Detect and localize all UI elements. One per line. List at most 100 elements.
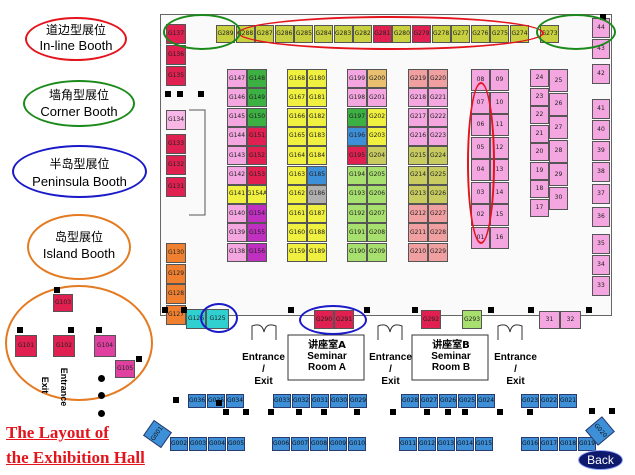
booth-g141[interactable]: G141 bbox=[227, 184, 247, 204]
booth-39[interactable]: 39 bbox=[592, 141, 610, 161]
booth-g190[interactable]: G190 bbox=[347, 242, 367, 262]
booth-g197[interactable]: G197 bbox=[347, 107, 367, 127]
booth-17[interactable]: 17 bbox=[530, 198, 549, 217]
booth-g153[interactable]: G153 bbox=[247, 165, 267, 185]
booth-g192[interactable]: G192 bbox=[347, 204, 367, 224]
booth-g220[interactable]: G220 bbox=[428, 69, 448, 88]
back-button[interactable]: Back bbox=[578, 450, 623, 470]
booth-g134[interactable]: G134 bbox=[166, 110, 186, 130]
booth-g102[interactable]: G102 bbox=[53, 335, 75, 357]
booth-g019[interactable]: G019 bbox=[578, 437, 596, 451]
booth-g101[interactable]: G101 bbox=[15, 335, 37, 357]
booth-g149[interactable]: G149 bbox=[247, 88, 267, 108]
booth-g200[interactable]: G200 bbox=[367, 69, 387, 88]
booth-g145[interactable]: G145 bbox=[227, 107, 247, 127]
booth-g165[interactable]: G165 bbox=[287, 126, 307, 146]
booth-g167[interactable]: G167 bbox=[287, 88, 307, 108]
booth-g215[interactable]: G215 bbox=[408, 146, 428, 166]
booth-g195[interactable]: G195 bbox=[347, 146, 367, 166]
booth-33[interactable]: 33 bbox=[592, 276, 610, 296]
booth-31[interactable]: 31 bbox=[539, 311, 560, 329]
booth-34[interactable]: 34 bbox=[592, 255, 610, 275]
booth-g014[interactable]: G014 bbox=[456, 437, 474, 451]
booth-g150[interactable]: G150 bbox=[247, 107, 267, 127]
booth-23[interactable]: 23 bbox=[530, 87, 549, 106]
booth-g207[interactable]: G207 bbox=[367, 204, 387, 224]
booth-g183[interactable]: G183 bbox=[307, 126, 327, 146]
booth-g216[interactable]: G216 bbox=[408, 126, 428, 146]
booth-g226[interactable]: G226 bbox=[428, 184, 448, 204]
booth-g180[interactable]: G180 bbox=[307, 69, 327, 88]
booth-g154[interactable]: G154 bbox=[247, 204, 267, 224]
booth-g104[interactable]: G104 bbox=[94, 335, 116, 357]
booth-g156[interactable]: G156 bbox=[247, 242, 267, 262]
booth-g213[interactable]: G213 bbox=[408, 184, 428, 204]
booth-g198[interactable]: G198 bbox=[347, 88, 367, 108]
booth-g016[interactable]: G016 bbox=[521, 437, 539, 451]
booth-g131[interactable]: G131 bbox=[166, 177, 186, 197]
booth-g147[interactable]: G147 bbox=[227, 69, 247, 88]
booth-g229[interactable]: G229 bbox=[428, 242, 448, 262]
booth-g218[interactable]: G218 bbox=[408, 88, 428, 108]
booth-g008[interactable]: G008 bbox=[310, 437, 328, 451]
booth-g186[interactable]: G186 bbox=[307, 184, 327, 204]
booth-28[interactable]: 28 bbox=[549, 139, 568, 163]
booth-g227[interactable]: G227 bbox=[428, 204, 448, 224]
booth-g026[interactable]: G026 bbox=[439, 394, 457, 408]
booth-g027[interactable]: G027 bbox=[420, 394, 438, 408]
booth-g151[interactable]: G151 bbox=[247, 126, 267, 146]
booth-g028[interactable]: G028 bbox=[401, 394, 419, 408]
booth-22[interactable]: 22 bbox=[530, 106, 549, 124]
booth-10[interactable]: 10 bbox=[490, 91, 509, 114]
booth-g210[interactable]: G210 bbox=[408, 242, 428, 262]
booth-g139[interactable]: G139 bbox=[227, 223, 247, 243]
booth-g199[interactable]: G199 bbox=[347, 69, 367, 88]
booth-40[interactable]: 40 bbox=[592, 120, 610, 140]
booth-g004[interactable]: G004 bbox=[208, 437, 226, 451]
booth-g155[interactable]: G155 bbox=[247, 223, 267, 243]
booth-g138[interactable]: G138 bbox=[227, 242, 247, 262]
booth-g196[interactable]: G196 bbox=[347, 126, 367, 146]
booth-g206[interactable]: G206 bbox=[367, 184, 387, 204]
booth-g009[interactable]: G009 bbox=[329, 437, 347, 451]
booth-g021[interactable]: G021 bbox=[559, 394, 577, 408]
booth-25[interactable]: 25 bbox=[549, 69, 568, 92]
booth-g228[interactable]: G228 bbox=[428, 223, 448, 243]
booth-g209[interactable]: G209 bbox=[367, 242, 387, 262]
booth-g029[interactable]: G029 bbox=[349, 394, 367, 408]
booth-g184[interactable]: G184 bbox=[307, 146, 327, 166]
booth-g168[interactable]: G168 bbox=[287, 69, 307, 88]
booth-g187[interactable]: G187 bbox=[307, 204, 327, 224]
booth-g221[interactable]: G221 bbox=[428, 88, 448, 108]
booth-g159[interactable]: G159 bbox=[287, 242, 307, 262]
booth-g161[interactable]: G161 bbox=[287, 204, 307, 224]
booth-g193[interactable]: G193 bbox=[347, 184, 367, 204]
booth-g225[interactable]: G225 bbox=[428, 165, 448, 185]
booth-g185[interactable]: G185 bbox=[307, 165, 327, 185]
booth-35[interactable]: 35 bbox=[592, 234, 610, 254]
booth-36[interactable]: 36 bbox=[592, 207, 610, 227]
booth-38[interactable]: 38 bbox=[592, 162, 610, 182]
booth-g214[interactable]: G214 bbox=[408, 165, 428, 185]
booth-g166[interactable]: G166 bbox=[287, 107, 307, 127]
booth-g143[interactable]: G143 bbox=[227, 146, 247, 166]
booth-g010[interactable]: G010 bbox=[348, 437, 366, 451]
booth-g103[interactable]: G103 bbox=[53, 294, 73, 312]
booth-g025[interactable]: G025 bbox=[458, 394, 476, 408]
booth-g036[interactable]: G036 bbox=[188, 394, 206, 408]
booth-g015[interactable]: G015 bbox=[475, 437, 493, 451]
booth-20[interactable]: 20 bbox=[530, 143, 549, 161]
booth-g132[interactable]: G132 bbox=[166, 155, 186, 175]
booth-g105[interactable]: G105 bbox=[115, 360, 135, 378]
booth-26[interactable]: 26 bbox=[549, 92, 568, 116]
booth-g034[interactable]: G034 bbox=[226, 394, 244, 408]
booth-g292[interactable]: G292 bbox=[421, 310, 441, 329]
booth-g030[interactable]: G030 bbox=[330, 394, 348, 408]
booth-g023[interactable]: G023 bbox=[521, 394, 539, 408]
booth-g211[interactable]: G211 bbox=[408, 223, 428, 243]
booth-g189[interactable]: G189 bbox=[307, 242, 327, 262]
booth-g011[interactable]: G011 bbox=[399, 437, 417, 451]
booth-g005[interactable]: G005 bbox=[227, 437, 245, 451]
booth-29[interactable]: 29 bbox=[549, 163, 568, 186]
booth-g012[interactable]: G012 bbox=[418, 437, 436, 451]
